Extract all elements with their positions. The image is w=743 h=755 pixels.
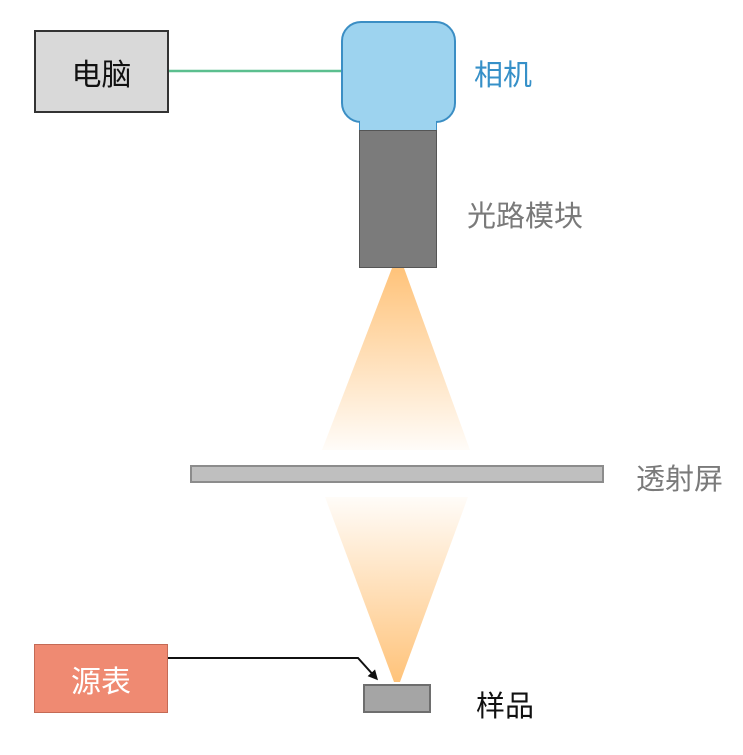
camera-mount [359,121,437,131]
transmission-screen [190,465,604,483]
source-sample-arrow [168,657,379,681]
sample-node [363,684,431,713]
camera-label: 相机 [474,58,533,92]
light-cone-upper [322,268,470,450]
source-meter-node: 源表 [34,644,168,713]
sample-label: 样品 [476,689,535,723]
transmission-screen-label: 透射屏 [636,462,724,496]
optics-module-label: 光路模块 [467,199,584,233]
camera-body [341,21,456,123]
optics-module [359,130,437,268]
source-meter-label: 源表 [71,664,131,700]
computer-node: 电脑 [34,30,169,113]
computer-label: 电脑 [71,57,132,93]
light-cone-lower [325,497,468,682]
